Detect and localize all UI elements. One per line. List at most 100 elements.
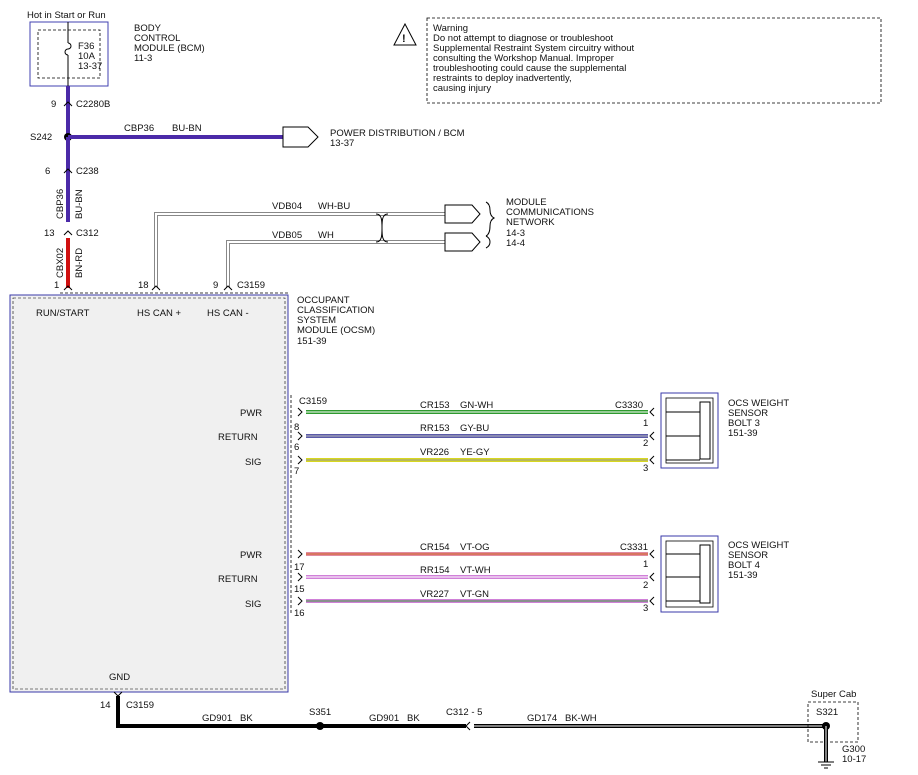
power-distribution-connector xyxy=(282,126,319,148)
bolt3-pin3: 3 xyxy=(643,463,648,474)
power-distribution-label: POWER DISTRIBUTION / BCM 13-37 xyxy=(330,128,467,149)
cr153-circuit: CR153 xyxy=(420,400,450,411)
gnd-connector xyxy=(113,691,123,697)
ground-icon xyxy=(818,761,834,769)
wire-vdb05-inner xyxy=(227,241,445,288)
bolt3-pin2: 2 xyxy=(643,438,648,449)
power-source-label: Hot in Start or Run xyxy=(27,10,106,21)
cbx02-circuit: CBX02 xyxy=(55,248,66,278)
c3159-right-label: C3159 xyxy=(299,396,327,407)
rr154-color: VT-WH xyxy=(460,565,491,576)
ocsm-bolt4-pin-sig: 15 xyxy=(294,584,305,595)
ocsm-bolt4-pwr: PWR xyxy=(240,550,262,561)
gd901-b-circuit: GD901 xyxy=(369,713,399,724)
cbx02-color: BN-RD xyxy=(74,248,85,278)
c3330-label: C3330 xyxy=(615,400,643,411)
cr154-color: VT-OG xyxy=(460,542,490,553)
gd901-a-color: BK xyxy=(240,713,253,724)
super-cab-label: Super Cab xyxy=(811,689,856,700)
comm-connector-2 xyxy=(444,232,481,252)
fuse-label: F36 10A 13-37 xyxy=(78,41,102,72)
ocsm-bolt3-pin-sig: 6 xyxy=(294,442,299,453)
vr227-circuit: VR227 xyxy=(420,589,449,600)
vr227-color: VT-GN xyxy=(460,589,489,600)
c238-label: C238 xyxy=(76,166,99,177)
warning-text: Warning Do not attempt to diagnose or tr… xyxy=(433,23,637,94)
vr226-circuit: VR226 xyxy=(420,447,449,458)
ocsm-pin-run-start: RUN/START xyxy=(36,308,90,319)
ocsm-bolt3-pwr: PWR xyxy=(240,408,262,419)
vdb05-color: WH xyxy=(318,230,334,241)
vr226-left-connector xyxy=(297,455,303,465)
sensor-bolt3-inner xyxy=(665,397,714,464)
rr153-right-connector xyxy=(649,431,655,441)
ocsm-title: OCCUPANT CLASSIFICATION SYSTEM MODULE (O… xyxy=(297,295,378,347)
c3159-gnd-label: C3159 xyxy=(126,700,154,711)
c238-pin: 6 xyxy=(45,166,50,177)
sensor-bolt4-label: OCS WEIGHT SENSOR BOLT 4 151-39 xyxy=(728,540,792,581)
can-pin-9: 9 xyxy=(213,280,218,291)
gd901-a-circuit: GD901 xyxy=(202,713,232,724)
vr227-right-connector xyxy=(649,596,655,606)
vdb04-circuit: VDB04 xyxy=(272,201,302,212)
cbp36-v-circuit: CBP36 xyxy=(55,189,66,219)
c3159-top-label: C3159 xyxy=(237,280,265,291)
c312-5-label: C312 - 5 xyxy=(446,707,482,718)
ocsm-inner-border xyxy=(12,297,286,690)
ocsm-bolt3-extra-pin: 7 xyxy=(294,466,299,477)
gd901-b-color: BK xyxy=(407,713,420,724)
c312-5-connector xyxy=(465,721,471,731)
wire-gd901-a xyxy=(116,696,320,728)
rr154-left-connector xyxy=(297,572,303,582)
ocsm-bolt4-pin-return: 17 xyxy=(294,562,305,573)
super-cab-box xyxy=(807,701,859,743)
cr153-right-connector xyxy=(649,407,655,417)
cr153-color: GN-WH xyxy=(460,400,493,411)
cbp36-h-circuit: CBP36 xyxy=(124,123,154,134)
warning-icon xyxy=(393,22,417,46)
rr153-color: GY-BU xyxy=(460,423,489,434)
bolt4-pin3: 3 xyxy=(643,603,648,614)
rr154-circuit: RR154 xyxy=(420,565,450,576)
comm-connector-1 xyxy=(444,204,481,224)
warning-box xyxy=(426,17,882,104)
sensor-bolt3-element xyxy=(699,401,711,460)
wire-vdb04 xyxy=(154,212,445,288)
vdb05-circuit: VDB05 xyxy=(272,230,302,241)
warning-icon-mark: ! xyxy=(402,33,406,45)
cr154-left-connector xyxy=(297,549,303,559)
wire-vdb04-inner xyxy=(155,213,445,288)
fuse-box xyxy=(37,29,101,79)
rr154-right-connector xyxy=(649,572,655,582)
gd174-color: BK-WH xyxy=(565,713,597,724)
ocsm-bolt3-return: RETURN xyxy=(218,432,258,443)
twisted-pair-symbol xyxy=(375,213,389,243)
c312-connector xyxy=(63,230,73,236)
cr154-circuit: CR154 xyxy=(420,542,450,553)
can-pin-18: 18 xyxy=(138,280,149,291)
s351-label: S351 xyxy=(309,707,331,718)
g300-label: G300 10-17 xyxy=(842,744,868,765)
ocsm-pin-hs-can-minus: HS CAN - xyxy=(207,308,249,319)
bolt4-pin1: 1 xyxy=(643,559,648,570)
can-18-connector xyxy=(151,285,161,291)
bcm-label: BODY CONTROL MODULE (BCM) 11-3 xyxy=(134,23,207,64)
ocsm-bolt3-pin-return: 8 xyxy=(294,422,299,433)
gnd-pin: 14 xyxy=(100,700,111,711)
rr153-left-connector xyxy=(297,431,303,441)
ocsm-bolt4-extra-pin: 16 xyxy=(294,608,305,619)
ocsm-bolt4-sig: SIG xyxy=(245,599,261,610)
c2280b-label: C2280B xyxy=(76,99,110,110)
comm-bracket xyxy=(485,201,496,249)
sensor-bolt3-label: OCS WEIGHT SENSOR BOLT 3 151-39 xyxy=(728,398,792,439)
c312-label: C312 xyxy=(76,228,99,239)
c238-connector xyxy=(63,168,73,174)
bolt3-pin1: 1 xyxy=(643,418,648,429)
bolt4-pin2: 2 xyxy=(643,580,648,591)
sensor-bolt4-inner xyxy=(665,540,714,608)
vr227-left-connector xyxy=(297,596,303,606)
ocsm-pin1-connector xyxy=(63,285,73,291)
ocsm-pin1: 1 xyxy=(54,280,59,291)
cr153-left-connector xyxy=(297,407,303,417)
